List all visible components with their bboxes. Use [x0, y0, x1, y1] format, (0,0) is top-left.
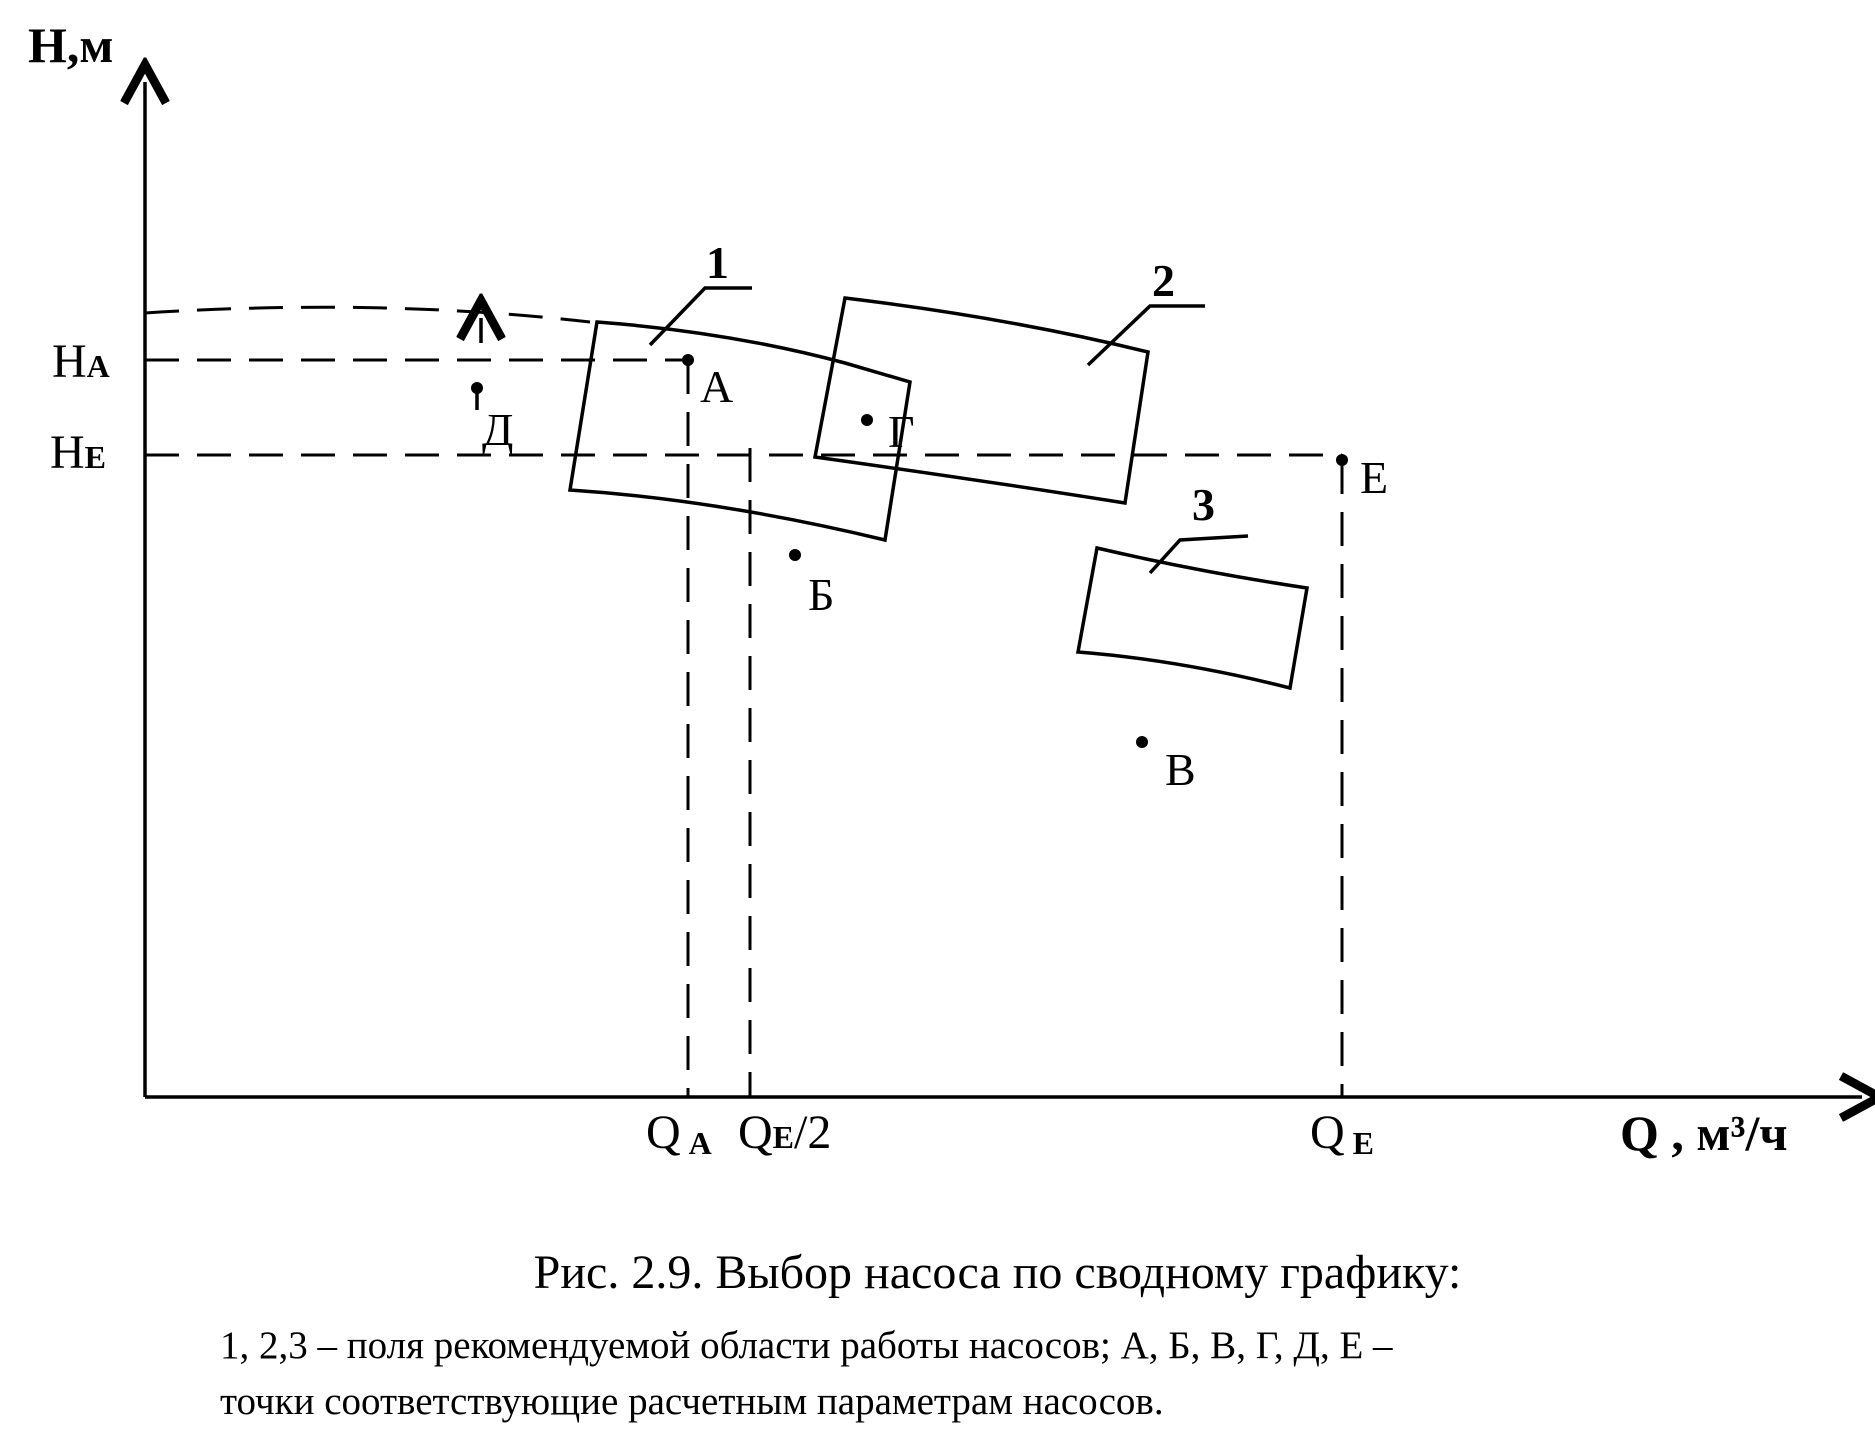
field-3-leader — [1148, 534, 1249, 575]
caption-legend-line-2: точки соответствующие расчетным параметр… — [220, 1380, 1164, 1423]
upper-boundary-dashed-line — [144, 305, 591, 324]
point-g-marker — [861, 414, 873, 426]
field-2-leader — [1086, 304, 1205, 367]
point-v-label: В — [1165, 744, 1196, 795]
field-3-region — [1075, 545, 1310, 691]
point-d-label: Д — [482, 404, 513, 455]
x-axis-label: Q , м³/ч — [1620, 1105, 1788, 1161]
tick-h-e: HЕ — [50, 426, 106, 479]
caption-legend-line-1: 1, 2,3 – поля рекомендуемой области рабо… — [220, 1324, 1393, 1367]
point-v-marker — [1136, 736, 1148, 748]
point-g-label: Г — [888, 406, 915, 457]
field-1-leader — [648, 286, 752, 347]
field-3-label: 3 — [1192, 479, 1215, 530]
tick-q-e-half: QЕ/2 — [738, 1106, 831, 1159]
y-axis-label: H,м — [28, 17, 113, 73]
tick-h-a: HА — [52, 335, 110, 388]
point-a-label: А — [700, 361, 733, 412]
caption-title: Рис. 2.9. Выбор насоса по сводному графи… — [533, 1246, 1462, 1299]
field-1-label: 1 — [706, 237, 729, 288]
field-2-label: 2 — [1152, 255, 1175, 306]
caption-legend: 1, 2,3 – поля рекомендуемой области рабо… — [220, 1318, 1820, 1430]
point-b-label: Б — [808, 569, 834, 620]
field-1-region — [567, 320, 912, 543]
field-2-region — [812, 296, 1150, 506]
point-b-marker — [789, 549, 801, 561]
point-e-marker — [1336, 454, 1348, 466]
point-e-label: Е — [1360, 452, 1388, 503]
point-a-marker — [682, 354, 694, 366]
